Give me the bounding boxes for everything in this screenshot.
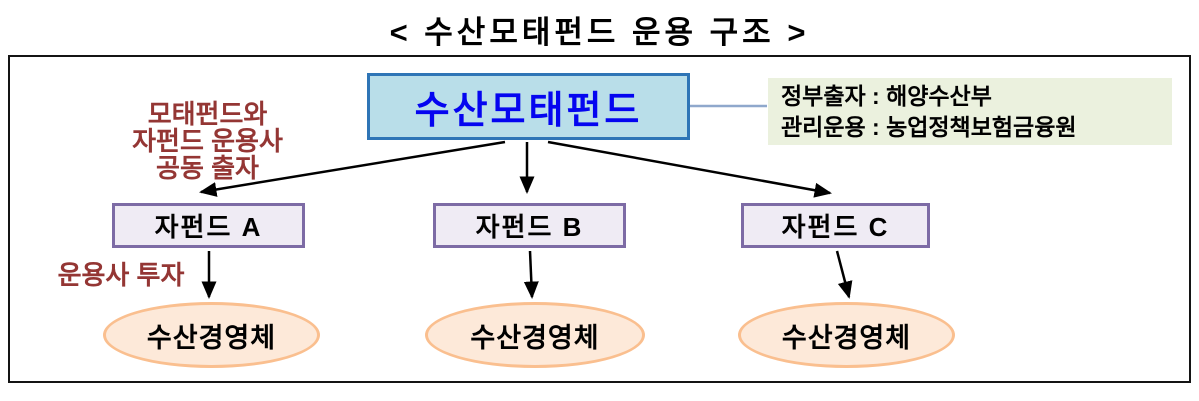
sub-fund-a-box: 자펀드 A [112, 203, 305, 248]
enterprise-2-label: 수산경영체 [470, 322, 600, 353]
sub-fund-b-box: 자펀드 B [433, 203, 626, 248]
government-info-box: 정부출자 : 해양수산부 관리운용 : 농업정책보험금융원 [768, 78, 1172, 145]
enterprise-1-label: 수산경영체 [146, 322, 277, 353]
diagram-title: < 수산모태펀드 운용 구조 > [389, 15, 810, 50]
co-investment-annotation: 모태펀드와 자펀드 운용사 공동 출자 [85, 101, 330, 182]
manager-investment-annotation: 운용사 투자 [57, 260, 185, 290]
root-fund-label: 수산모태펀드 [414, 90, 643, 132]
co-investment-line3: 공동 출자 [156, 153, 259, 183]
sub-fund-c-box: 자펀드 C [741, 203, 930, 248]
root-fund-box: 수산모태펀드 [367, 73, 690, 140]
sub-fund-b-label: 자펀드 B [475, 212, 584, 242]
co-investment-line1: 모태펀드와 [147, 99, 268, 129]
government-funding-line: 정부출자 : 해양수산부 [781, 82, 992, 109]
enterprise-3-label: 수산경영체 [781, 322, 912, 353]
sub-fund-a-label: 자펀드 A [154, 212, 263, 242]
co-investment-line2: 자펀드 운용사 [132, 126, 283, 156]
sub-fund-c-label: 자펀드 C [781, 212, 890, 242]
enterprise-ellipse-2: 수산경영체 [425, 302, 645, 368]
enterprise-ellipse-3: 수산경영체 [738, 302, 955, 368]
enterprise-ellipse-1: 수산경영체 [103, 302, 320, 368]
management-line: 관리운용 : 농업정책보험금융원 [781, 113, 1077, 140]
